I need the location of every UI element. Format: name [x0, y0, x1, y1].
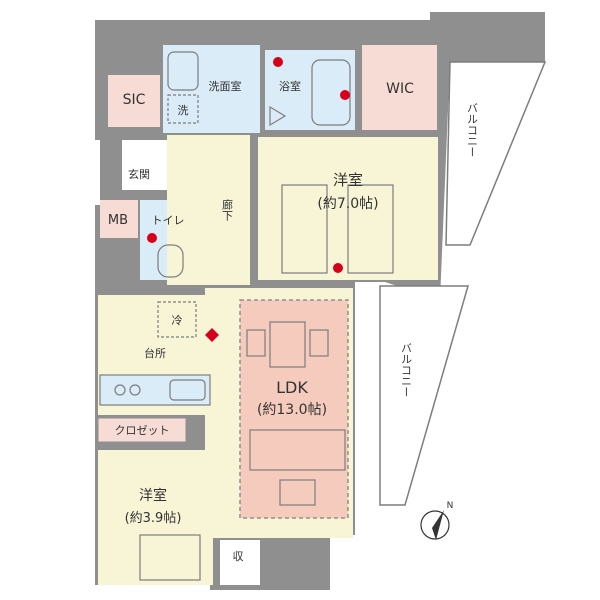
- label-ldk: LDK: [276, 378, 308, 397]
- label-washroom: 洗面室: [209, 79, 242, 93]
- closet-area: [97, 417, 187, 443]
- label-entrance: 玄関: [128, 167, 150, 181]
- label-wash-mark: 洗: [178, 104, 189, 117]
- chair-2: [309, 329, 329, 357]
- storage-area: [220, 540, 260, 585]
- label-ldk-size: (約13.0帖): [257, 402, 327, 418]
- mb-room: [100, 200, 138, 238]
- label-sic: SIC: [123, 92, 146, 108]
- sofa: [249, 429, 346, 471]
- label-balcony-lower: バルコニー: [400, 343, 413, 398]
- bed-right: [347, 184, 394, 274]
- label-storage: 収: [233, 550, 244, 563]
- label-kitchen: 台所: [144, 346, 166, 360]
- wic-room: [362, 45, 437, 130]
- compass-needle-icon: [432, 510, 444, 540]
- label-toilet: トイレ: [152, 214, 185, 227]
- fixtures: [99, 51, 394, 581]
- label-western-room-2: 洋室: [139, 487, 167, 504]
- chair-1: [246, 329, 266, 357]
- bathtub: [167, 51, 199, 91]
- label-bathroom: 浴室: [279, 79, 301, 93]
- balcony-upper-area: [445, 61, 547, 246]
- balconies: [379, 61, 547, 506]
- label-mb: MB: [108, 213, 128, 228]
- western-room-2-area: [98, 450, 213, 585]
- label-wic: WIC: [386, 81, 414, 97]
- dining-table: [269, 321, 306, 368]
- label-closet: クロゼット: [115, 424, 170, 437]
- label-western-room-1: 洋室: [333, 171, 363, 189]
- label-western-room-2-size: (約3.9帖): [125, 511, 182, 526]
- washing-machine: [167, 94, 199, 124]
- washroom-area: [163, 45, 260, 133]
- rooms-layer: [97, 45, 438, 585]
- toilet-bowl: [157, 244, 184, 278]
- compass: N: [420, 501, 454, 540]
- hallway-area: [167, 135, 250, 285]
- coffee-table: [279, 479, 316, 506]
- label-hallway: 廊下: [221, 198, 234, 222]
- ldk-inner: [239, 299, 349, 519]
- compass-label: N: [447, 501, 454, 511]
- label-western-room-1-size: (約7.0帖): [317, 196, 378, 212]
- sink: [169, 379, 206, 401]
- bath-door-mark: [269, 105, 287, 127]
- sic-room: [108, 75, 160, 127]
- bed-left: [281, 184, 328, 274]
- label-fridge-mark: 冷: [172, 314, 183, 327]
- markers: [147, 57, 350, 342]
- balcony-lower-area: [379, 285, 469, 506]
- room-labels: SIC 洗面室 洗 浴室 WIC 玄関 MB トイレ 廊下 洋室 (約7.0帖)…: [108, 79, 479, 563]
- entrance-area: [122, 140, 167, 190]
- desk: [139, 534, 201, 581]
- bath-tub-main: [311, 59, 351, 126]
- fridge: [157, 301, 197, 338]
- label-balcony-upper: バルコニー: [466, 103, 479, 158]
